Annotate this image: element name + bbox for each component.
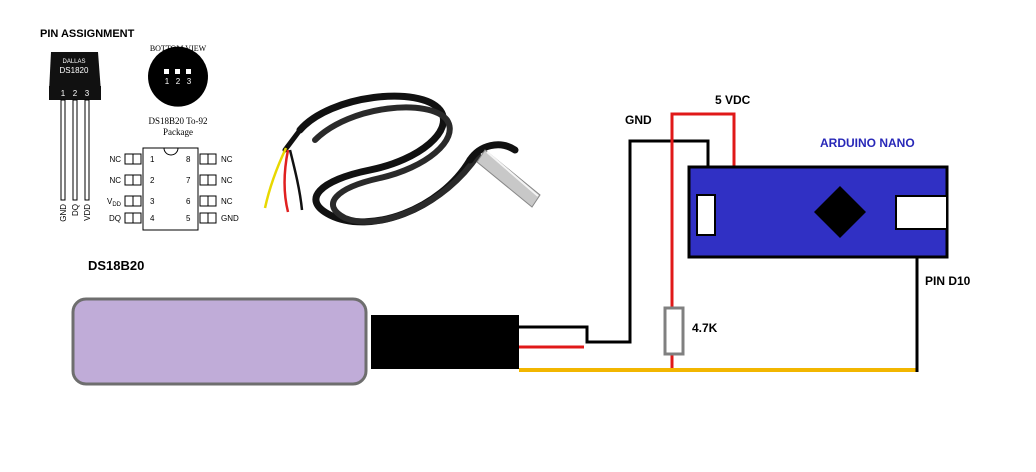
soic-left-name-2: NC bbox=[109, 176, 121, 185]
chip-brand: DALLAS bbox=[62, 59, 85, 65]
chip-pin-num-1-overlay: 1 bbox=[61, 89, 66, 98]
vdc-label: 5 VDC bbox=[715, 93, 751, 107]
arduino-label: ARDUINO NANO bbox=[820, 136, 915, 150]
chip-pin-num-3-overlay: 3 bbox=[85, 89, 90, 98]
soic-left-num-3: 3 bbox=[150, 197, 155, 206]
soic-right-name-6: NC bbox=[221, 197, 233, 206]
soic-left-name-3: VDD bbox=[107, 197, 122, 208]
pin-assignment-title: PIN ASSIGNMENT bbox=[40, 28, 135, 40]
package-line-2: Package bbox=[163, 127, 193, 137]
soic-right-num-6: 6 bbox=[186, 197, 191, 206]
bottom-pin-1: 1 bbox=[165, 77, 170, 86]
wire-gnd bbox=[519, 139, 710, 344]
soic-right-name-8: NC bbox=[221, 155, 233, 164]
probe-cable-sleeve bbox=[371, 315, 519, 369]
to92-bottom-view: 1 2 3 bbox=[148, 46, 208, 107]
soic-right-num-8: 8 bbox=[186, 155, 191, 164]
resistor-label: 4.7K bbox=[692, 321, 718, 335]
pin-d10-label: PIN D10 bbox=[925, 274, 971, 288]
soic-left-name-4: DQ bbox=[109, 214, 121, 223]
pin-name-gnd: GND bbox=[59, 204, 68, 222]
bottom-pin-3: 3 bbox=[187, 77, 192, 86]
soic-right-name-5: GND bbox=[221, 214, 239, 223]
chip-part: DS1820 bbox=[60, 66, 89, 75]
soic-right-num-7: 7 bbox=[186, 176, 191, 185]
gnd-label: GND bbox=[625, 113, 652, 127]
arduino-nano-board bbox=[687, 165, 949, 259]
wire-5v bbox=[670, 112, 736, 310]
soic-left-num-1: 1 bbox=[150, 155, 155, 164]
soic-package bbox=[124, 147, 217, 231]
soic-right-name-7: NC bbox=[221, 176, 233, 185]
pin-name-vdd: VDD bbox=[83, 204, 92, 221]
soic-right-num-5: 5 bbox=[186, 214, 191, 223]
soic-left-num-4: 4 bbox=[150, 214, 155, 223]
package-line-1: DS18B20 To-92 bbox=[149, 116, 208, 126]
resistor bbox=[663, 306, 685, 356]
bottom-pin-2: 2 bbox=[176, 77, 181, 86]
probe-body bbox=[71, 297, 368, 386]
pin-name-dq: DQ bbox=[71, 204, 80, 216]
soic-left-name-1: NC bbox=[109, 155, 121, 164]
to92-chip-front: DALLAS DS1820 1 2 3 1 2 3 bbox=[49, 52, 101, 201]
sensor-label: DS18B20 bbox=[88, 258, 144, 273]
probe-cable-photo bbox=[263, 92, 541, 226]
chip-pin-num-2-overlay: 2 bbox=[73, 89, 78, 98]
soic-left-num-2: 2 bbox=[150, 176, 155, 185]
